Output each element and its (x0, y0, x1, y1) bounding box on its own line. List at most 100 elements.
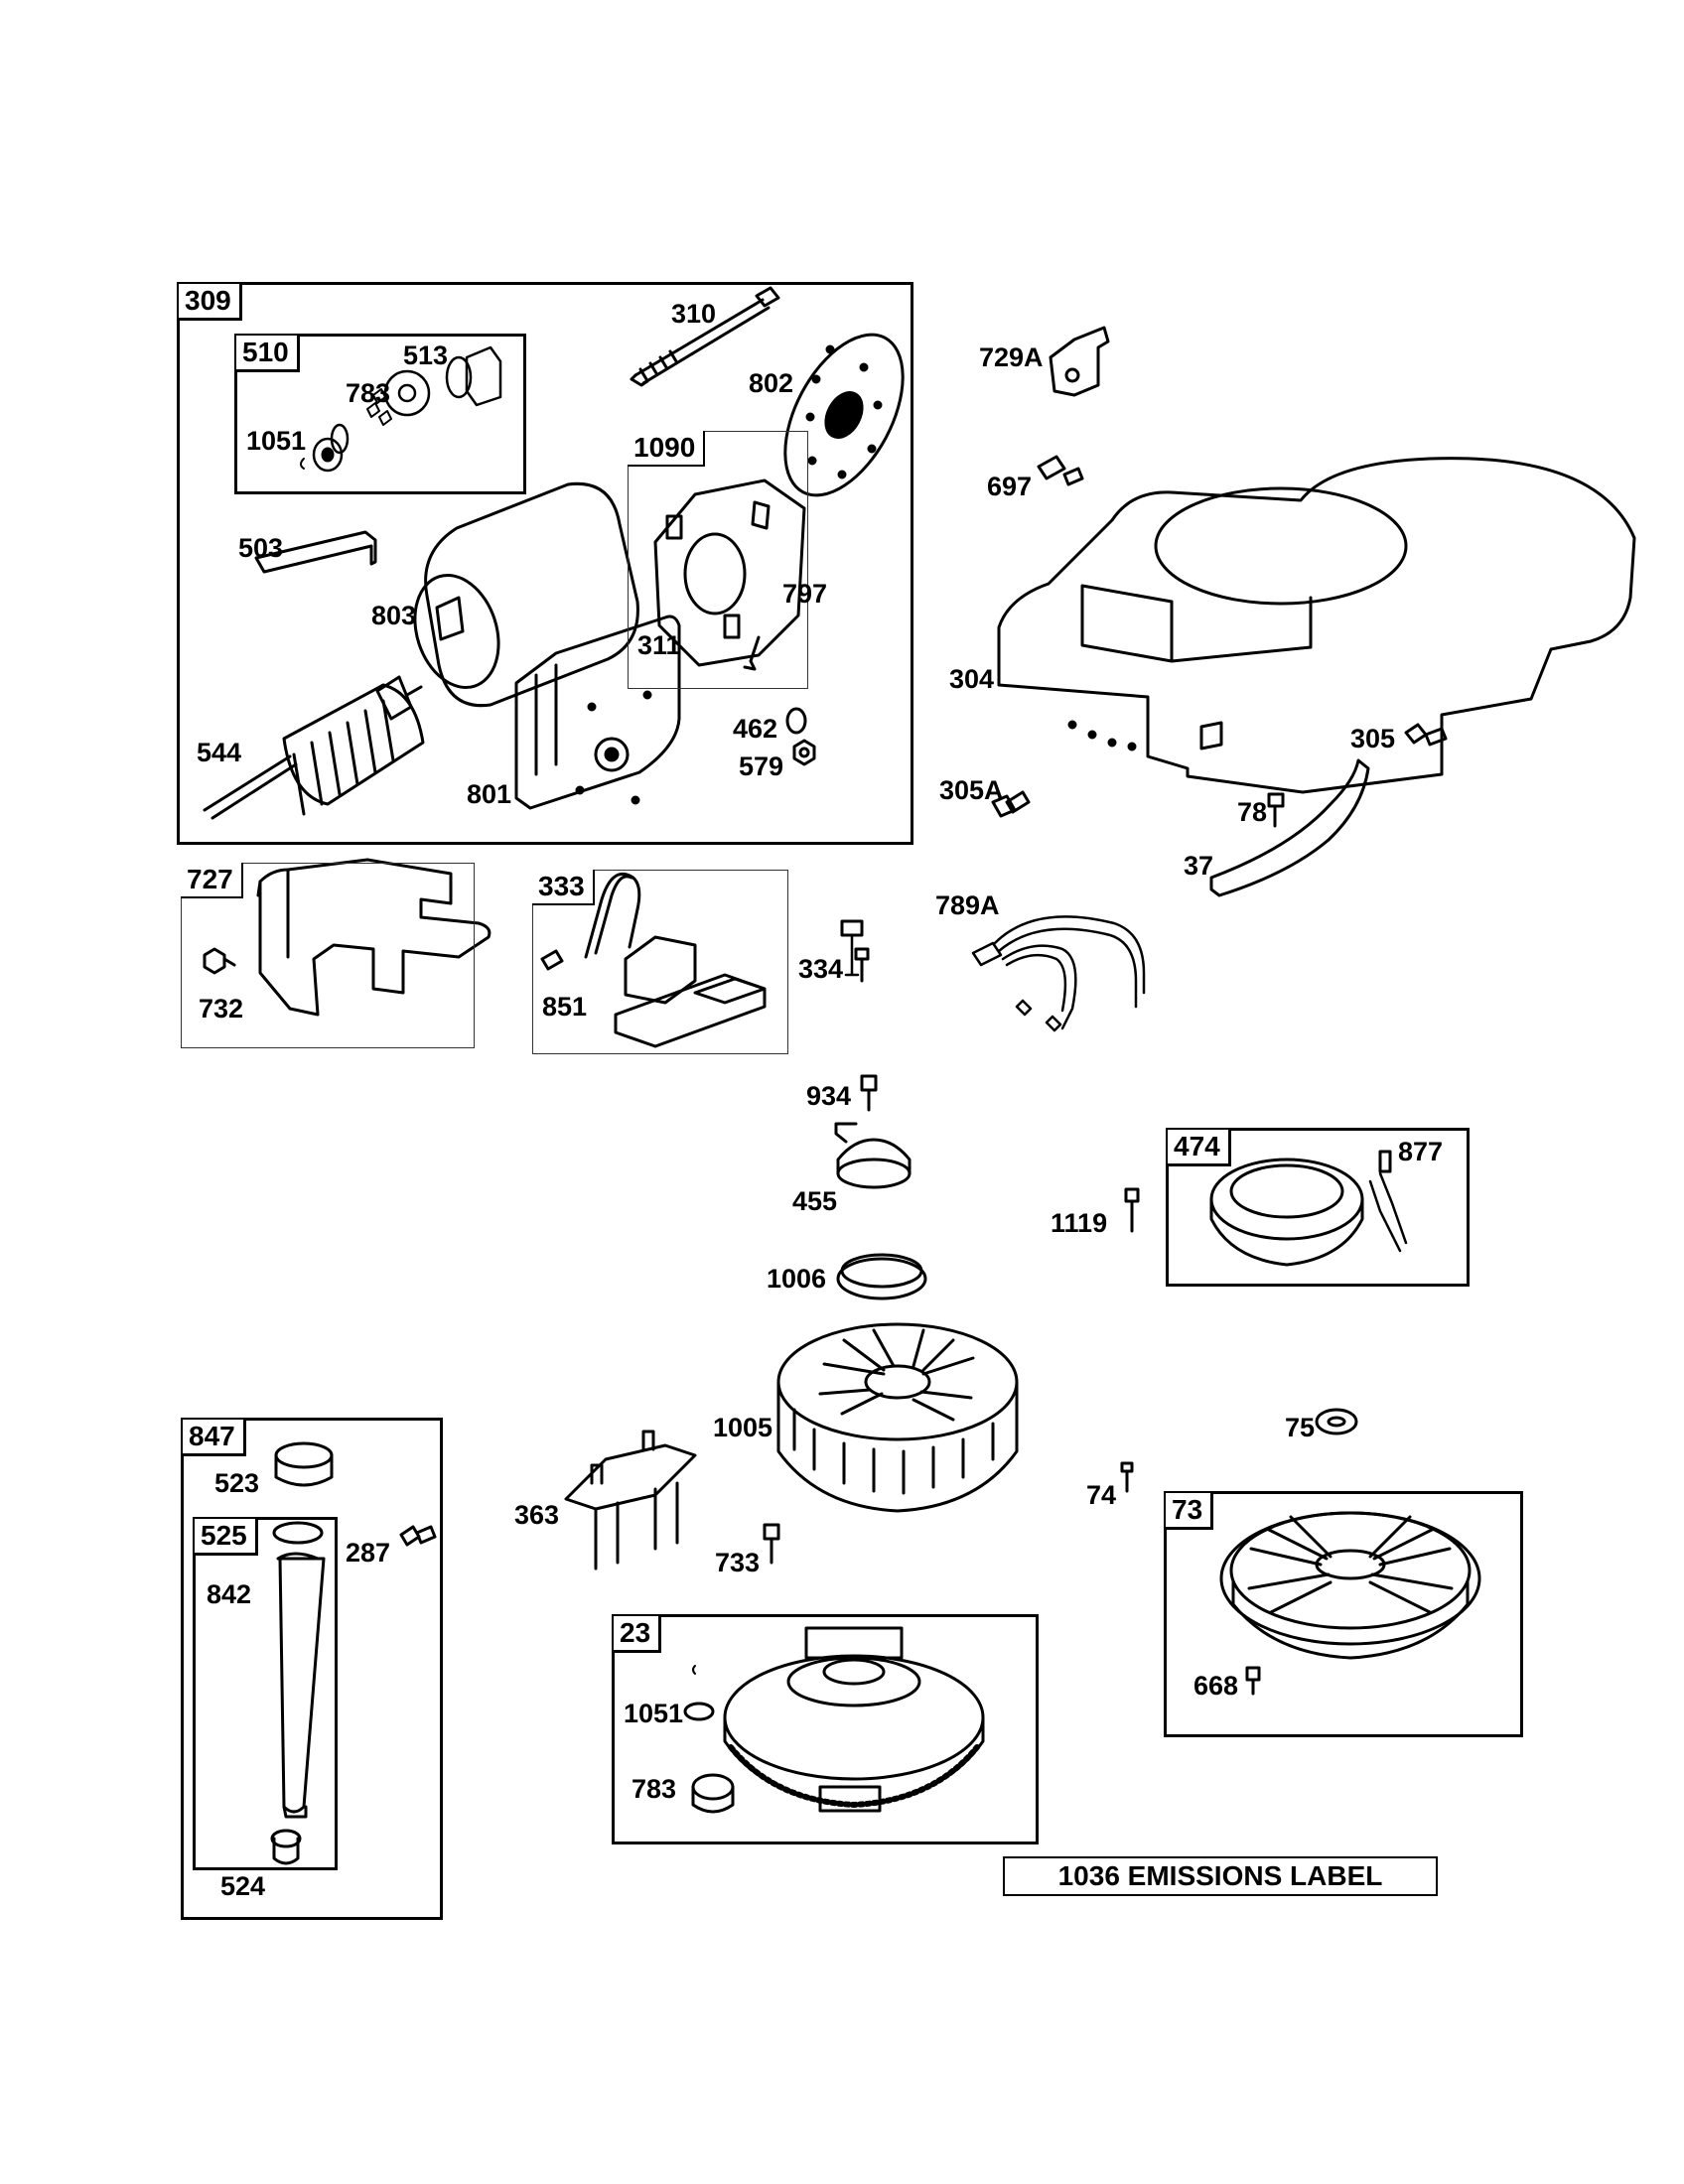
group-525-number: 525 (195, 1519, 258, 1556)
part-label-732: 732 (199, 994, 244, 1024)
group-847: 847 (181, 1418, 443, 1920)
blower-housing-304-drawing (997, 457, 1636, 794)
mount-455-drawing (834, 1122, 912, 1189)
group-1090: 1090 (628, 431, 808, 689)
screw-305a-drawing (991, 790, 1031, 818)
group-727-number: 727 (181, 863, 243, 898)
part-label-789a: 789A (935, 890, 1000, 920)
ring-1006-drawing (836, 1257, 927, 1300)
part-label-851: 851 (542, 992, 588, 1022)
part-label-462: 462 (733, 714, 778, 744)
part-label-1051: 1051 (246, 426, 307, 456)
drive-510-drawing (300, 345, 502, 473)
fan-1005-drawing (776, 1322, 1019, 1513)
washer-1051-drawing (683, 1702, 715, 1721)
group-23-number: 23 (614, 1616, 662, 1653)
group-847-number: 847 (183, 1420, 246, 1456)
part-label-363: 363 (514, 1500, 560, 1530)
part-label-697: 697 (987, 472, 1033, 501)
part-label-783-flywheel: 783 (632, 1774, 677, 1804)
nut-579-drawing (792, 739, 816, 766)
part-label-524: 524 (220, 1871, 266, 1901)
group-309-number: 309 (179, 284, 242, 321)
part-label-729a: 729A (979, 342, 1044, 372)
part-label-311: 311 (637, 630, 681, 660)
housing-803-drawing (413, 481, 639, 708)
washer-462-drawing (785, 707, 807, 735)
part-label-668: 668 (1193, 1671, 1239, 1701)
group-474: 474 (1166, 1128, 1470, 1287)
group-727: 727 (181, 863, 475, 1048)
part-label-455: 455 (792, 1186, 838, 1216)
group-510: 510 (234, 334, 526, 494)
part-label-579: 579 (739, 751, 784, 781)
group-23: 23 (612, 1614, 1039, 1844)
screw-934-drawing (860, 1074, 878, 1112)
group-309: 309 (177, 282, 913, 845)
part-label-305a: 305A (939, 775, 1004, 805)
part-label-74: 74 (1086, 1480, 1117, 1510)
part-label-544: 544 (197, 738, 242, 767)
bracket-363-drawing (564, 1430, 697, 1570)
bolt-310-drawing (630, 286, 780, 387)
baffle-37-drawing (1209, 758, 1370, 897)
part-label-513: 513 (403, 341, 449, 370)
part-label-305: 305 (1350, 724, 1396, 753)
gear-783-drawing (691, 1773, 735, 1814)
part-label-1051-flywheel: 1051 (624, 1699, 684, 1728)
bracket-503-drawing (254, 530, 377, 574)
screw-668-drawing (1245, 1666, 1261, 1696)
part-label-842: 842 (207, 1579, 252, 1609)
flywheel-23-drawing (723, 1626, 985, 1813)
screw-733-drawing (763, 1523, 780, 1565)
washer-75-drawing (1315, 1408, 1358, 1435)
clip-729a-hole (1064, 367, 1080, 383)
part-label-877: 877 (1398, 1137, 1444, 1166)
part-label-37: 37 (1184, 851, 1214, 881)
part-label-797: 797 (782, 579, 828, 609)
part-label-803: 803 (371, 601, 417, 630)
nut-579-hole (798, 747, 810, 758)
part-label-287: 287 (346, 1538, 391, 1568)
group-1090-number: 1090 (628, 431, 706, 467)
part-label-1005: 1005 (713, 1413, 773, 1442)
screw-74-drawing (1120, 1461, 1134, 1493)
end-plate-802-drawing (783, 333, 905, 497)
plug-524-drawing (270, 1829, 302, 1865)
screw-334-drawing (854, 947, 870, 983)
part-label-802: 802 (749, 368, 794, 398)
part-label-503: 503 (238, 533, 284, 563)
group-474-number: 474 (1168, 1130, 1231, 1166)
screen-73-drawing (1219, 1511, 1481, 1660)
screw-78-drawing (1267, 792, 1285, 828)
part-label-934: 934 (806, 1081, 852, 1111)
dipstick-847-drawing (272, 1441, 334, 1819)
group-333: 333 (532, 870, 788, 1054)
group-73: 73 (1164, 1491, 1523, 1737)
part-label-523: 523 (214, 1468, 260, 1498)
part-label-733: 733 (715, 1548, 761, 1577)
screw-697-drawing (1037, 455, 1084, 486)
part-label-1119: 1119 (1051, 1208, 1108, 1238)
screw-305-drawing (1404, 723, 1448, 747)
armature-544-drawing (203, 675, 425, 820)
part-label-310: 310 (671, 299, 717, 329)
group-73-number: 73 (1166, 1493, 1214, 1530)
part-label-801: 801 (467, 779, 512, 809)
harness-789a-drawing (971, 915, 1146, 1032)
part-label-783: 783 (346, 378, 391, 408)
bracket-801-drawing (514, 614, 681, 810)
ignition-333-drawing (540, 873, 864, 1048)
emissions-label-box: 1036 EMISSIONS LABEL (1003, 1856, 1438, 1896)
group-333-number: 333 (532, 870, 595, 905)
part-label-1006: 1006 (767, 1264, 827, 1294)
screw-287-drawing (399, 1525, 437, 1547)
part-label-78: 78 (1237, 797, 1268, 827)
part-label-304: 304 (949, 664, 995, 694)
screw-1119-drawing (1124, 1187, 1140, 1233)
brush-plate-1090-drawing (653, 478, 806, 671)
part-label-75: 75 (1285, 1413, 1316, 1442)
group-510-number: 510 (236, 336, 300, 372)
